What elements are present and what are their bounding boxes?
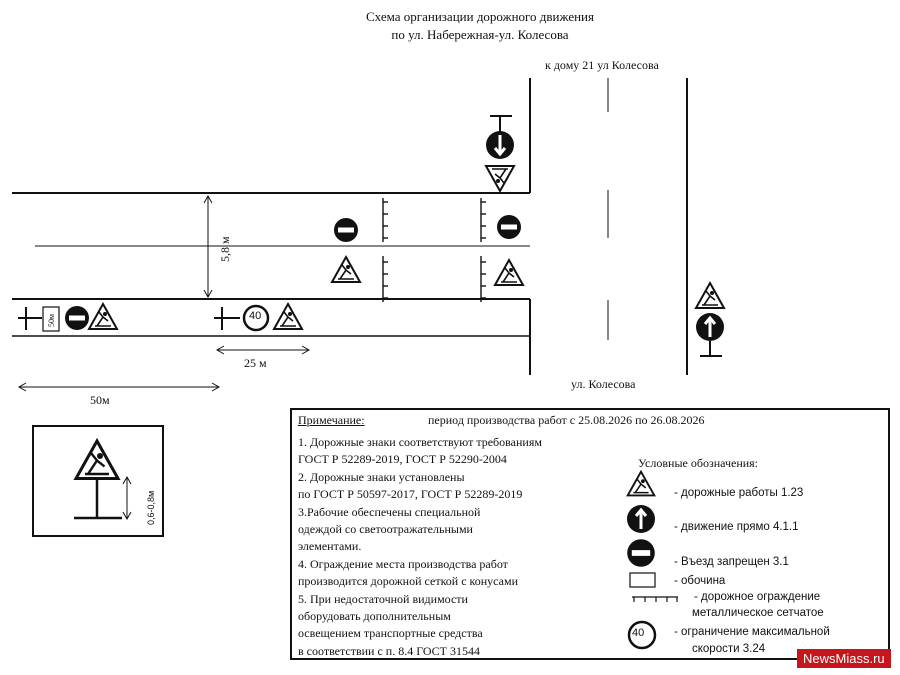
notes-panel: Примечание: период производства работ с … [290,408,890,660]
horizontal-road [12,192,530,337]
note-line: 1. Дорожные знаки соответствуют требован… [298,435,542,449]
no-entry-sign-icon [334,218,358,242]
legend-no-entry-text: - Въезд запрещен 3.1 [674,556,789,568]
sign-height-label: 0,6-0,8м [146,490,156,525]
plate-50m-icon [42,306,60,332]
road-fence [382,198,486,302]
sign-post-top [490,115,512,132]
note-line: элементами. [298,539,362,554]
label-street-kolesova: ул. Колесова [571,377,636,391]
note-line: по ГОСТ Р 50597-2017, ГОСТ Р 52289-2019 [298,487,523,502]
distance-50-arrow [17,382,221,392]
legend-shoulder-icon [629,572,656,588]
straight-sign-icon [694,311,726,343]
road-works-sign-icon [494,259,524,286]
sign-post-left [18,307,42,330]
distance-25-arrow [215,345,311,355]
sign-post-right [700,341,722,357]
note-line: освещением транспортные средства [298,626,483,641]
legend-road-works-text: - дорожные работы 1.23 [674,487,804,499]
note-line: одеждой со светоотражательными [298,522,473,537]
legend-fence-icon [632,596,678,602]
label-distance-25: 25 м [244,356,267,370]
note-lines: 1. Дорожные знаки соответствуют требован… [298,434,542,660]
diagram-title: Схема организации дорожного движения по … [300,8,660,44]
sign-post-mid [214,307,240,330]
note-line: производится дорожной сеткой с конусами [298,574,518,589]
label-road-width: 5,8 м [218,236,232,262]
title-line-1: Схема организации дорожного движения [366,9,594,24]
road-works-sign-icon [273,303,303,330]
road-width-dimension [203,194,213,299]
legend-title: Условные обозначения: [638,456,759,470]
legend-straight-text: - движение прямо 4.1.1 [674,521,799,533]
legend-speed-text-2: скорости 3.24 [692,643,766,655]
road-works-sign-icon [88,303,118,330]
legend-speed-value: 40 [632,627,645,639]
note-heading: Примечание: [298,413,365,427]
legend-fence-text: - дорожное ограждение [694,591,821,603]
speed-limit-value: 40 [249,310,262,322]
sample-sign-box [32,425,164,537]
work-period: период производства работ с 25.08.2026 п… [428,413,705,427]
legend-shoulder-text: - обочина [674,575,726,587]
note-line: 4. Ограждение места производства работ [298,556,508,571]
road-works-sign-icon [485,165,515,192]
sample-sign [74,439,132,521]
legend-fence-text-2: металлическое сетчатое [692,607,824,619]
legend-speed-text: - ограничение максимальной [674,626,830,638]
note-line: оборудовать дополнительным [298,609,451,624]
no-entry-sign-icon [65,306,89,330]
no-entry-sign-icon [497,215,521,239]
legend-speed-limit-icon [627,620,657,650]
label-distance-50: 50м [90,393,110,407]
road-works-sign-icon [331,256,361,283]
speed-limit-sign-icon [242,304,270,332]
note-line: 2. Дорожные знаки установлены [298,469,465,484]
label-to-house: к дому 21 ул Колесова [545,58,659,72]
note-line: ГОСТ Р 52289-2019, ГОСТ Р 52290-2004 [298,452,507,467]
plate-50m-text: 50м [47,313,56,327]
note-line: 5. При недостаточной видимости [298,591,468,606]
straight-sign-icon [484,129,516,161]
watermark-badge[interactable]: NewsMiass.ru [797,649,891,668]
note-line: в соответствии с п. 8.4 ГОСТ 31544 [298,643,481,658]
vertical-road [529,78,688,375]
title-line-2: по ул. Набережная-ул. Колесова [391,27,569,42]
note-line: 3.Рабочие обеспечены специальной [298,504,481,519]
road-works-sign-icon [695,282,725,309]
